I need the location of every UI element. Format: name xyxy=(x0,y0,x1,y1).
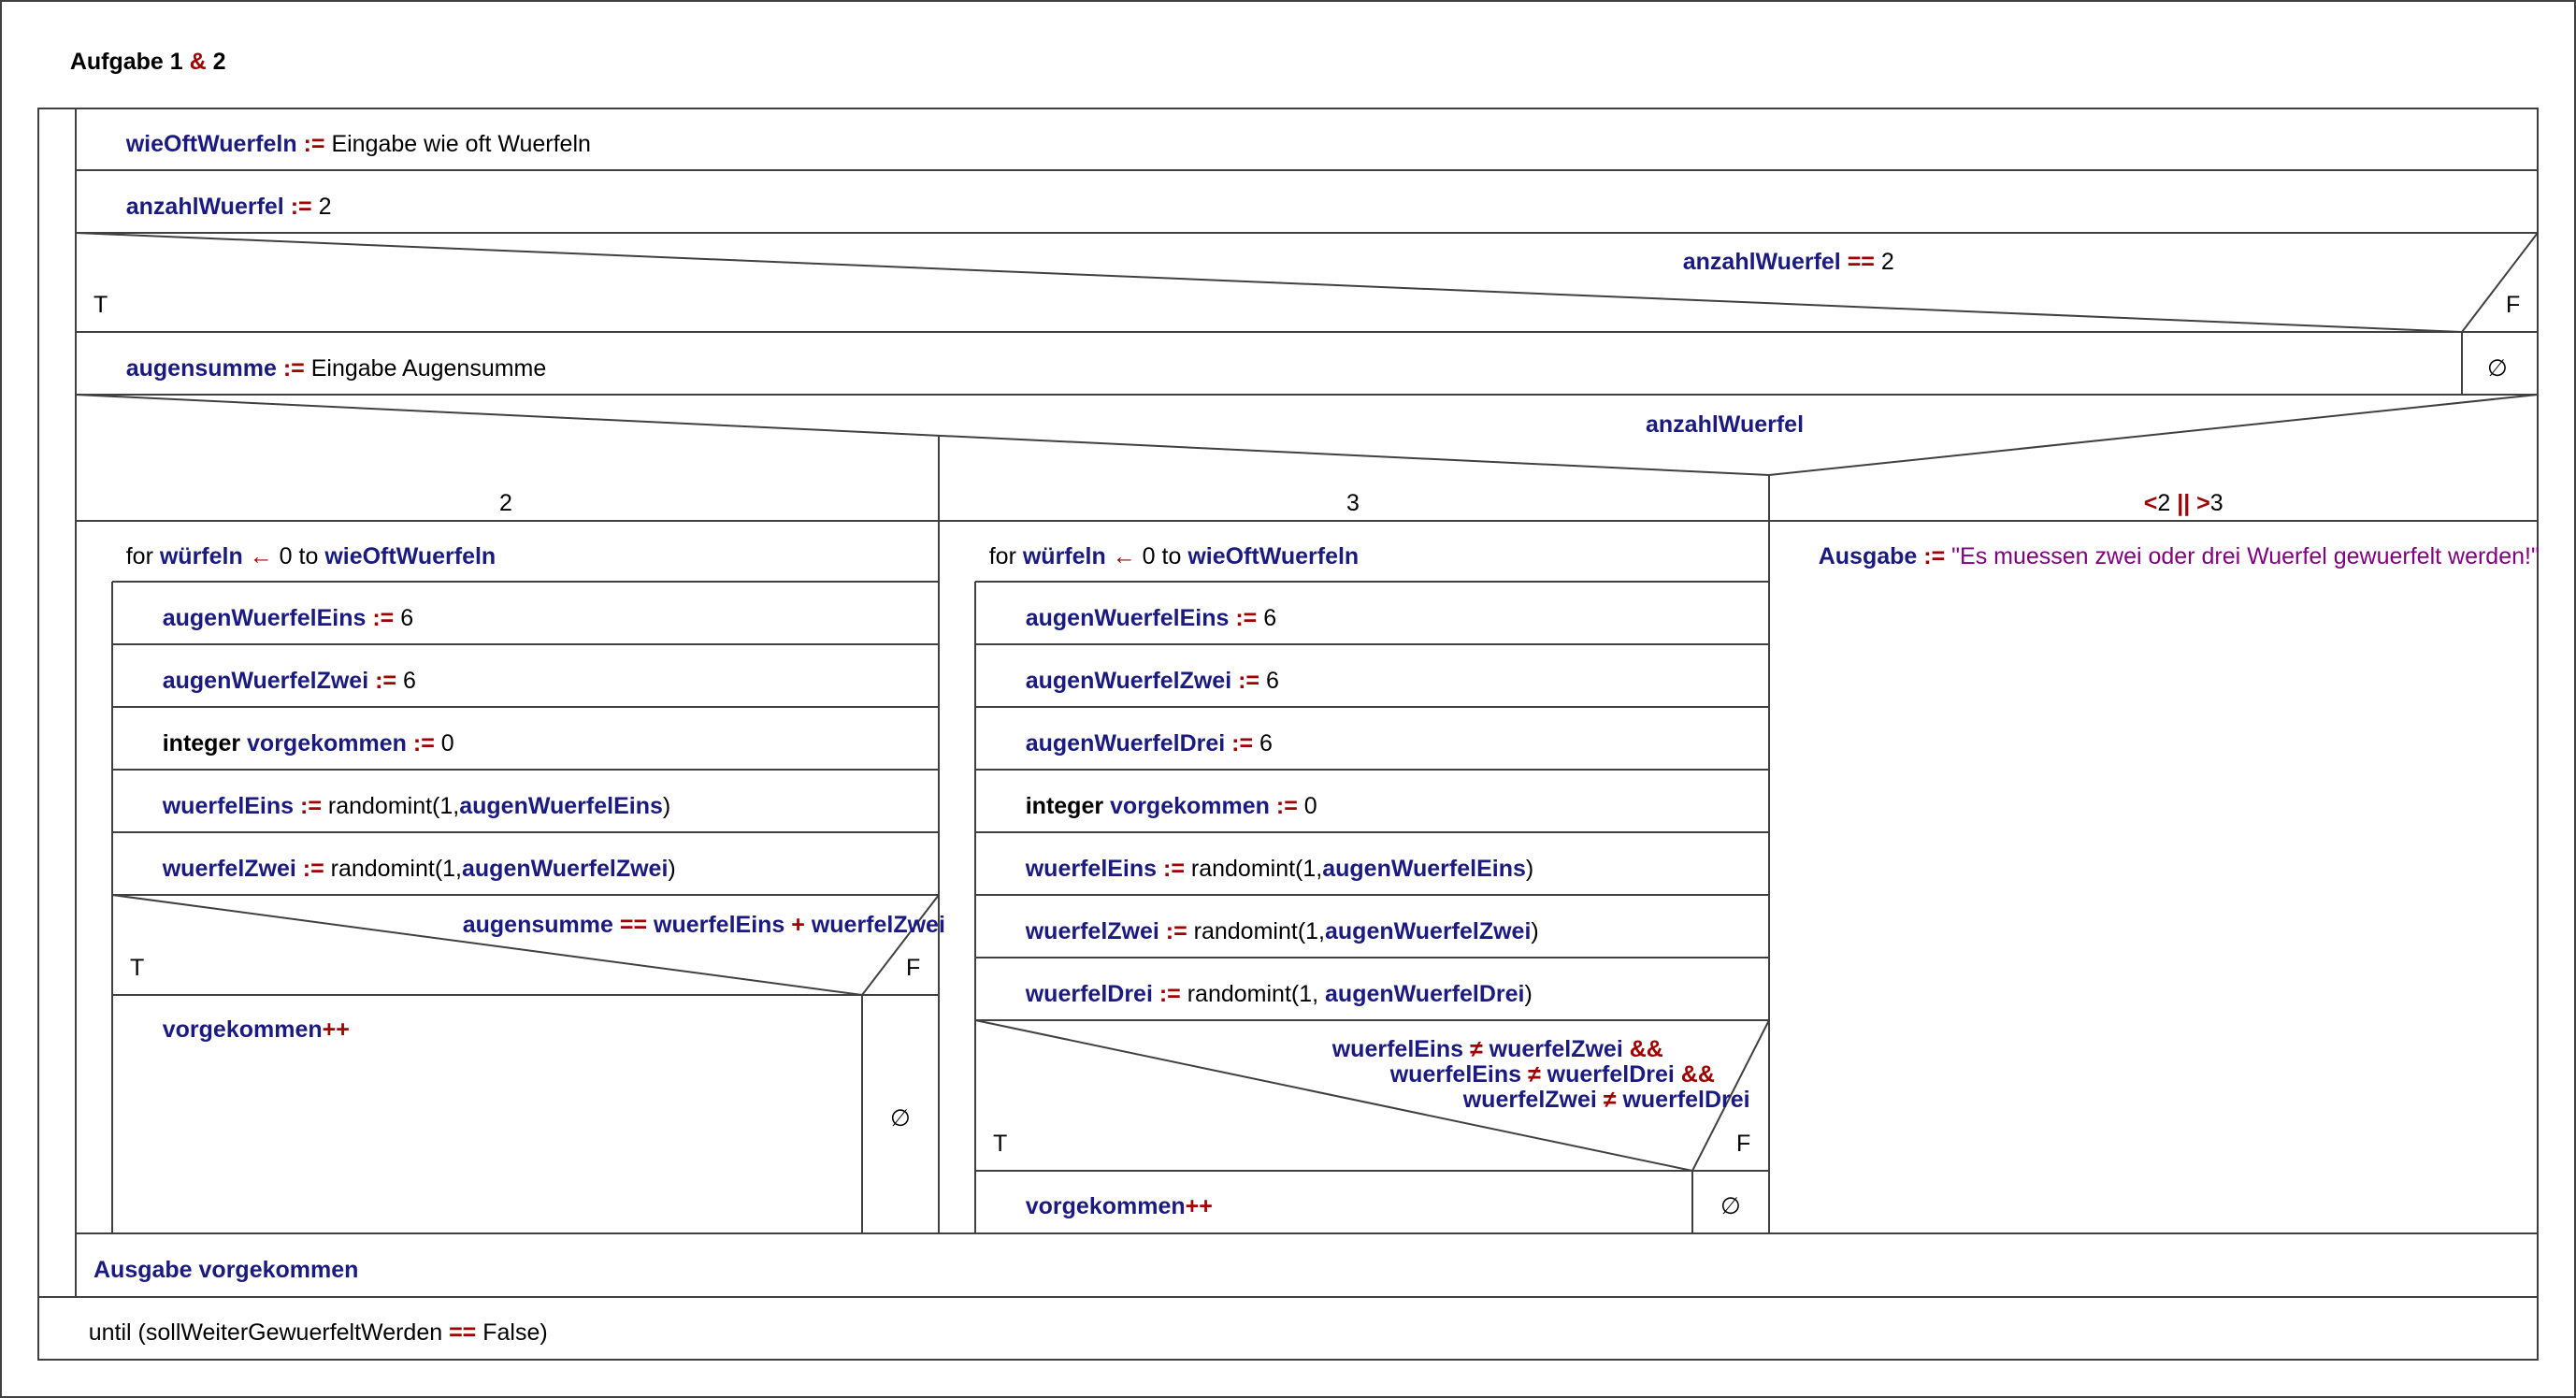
loop2-header: for würfeln ← 0 to wieOftWuerfeln xyxy=(94,543,515,569)
if3-diagonal-right xyxy=(1691,1019,1770,1172)
if1-true-label: T xyxy=(94,292,108,318)
repeat-until-block xyxy=(37,108,2539,1361)
if2-false-label: F xyxy=(906,955,920,981)
if3-false-label: F xyxy=(1736,1131,1750,1157)
if2-condition: augensumme == wuerfelEins + wuerfelZwei xyxy=(430,912,965,938)
statement-augensumme: augensumme := Eingabe Augensumme xyxy=(94,355,566,382)
c3-vorgekommen-increment: vorgekommen++ xyxy=(993,1193,1232,1219)
if1-diagonal-left xyxy=(75,232,2463,333)
if1-diagonal-right xyxy=(2461,232,2539,333)
case-condition: anzahlWuerfel xyxy=(1646,411,1804,438)
if3-diagonal-left xyxy=(974,1019,1693,1172)
c2-vorgekommen-increment: vorgekommen++ xyxy=(130,1016,369,1043)
c3-integer-vorgekommen: integer vorgekommen := 0 xyxy=(993,793,1337,819)
c2-wuerfel-eins: wuerfelEins := randomint(1,augenWuerfelE… xyxy=(130,793,690,819)
case-diagonal-left xyxy=(75,394,1770,476)
if1-else-empty: ∅ xyxy=(2487,355,2508,382)
case-label-other: <2 || >3 xyxy=(2111,490,2243,516)
if3-true-label: T xyxy=(993,1131,1007,1157)
c2-wuerfel-zwei: wuerfelZwei := randomint(1,augenWuerfelZ… xyxy=(130,856,696,882)
if1-false-label: F xyxy=(2506,292,2520,318)
c2-integer-vorgekommen: integer vorgekommen := 0 xyxy=(130,730,474,757)
page-title: Aufgabe 1 & 2 xyxy=(38,49,245,75)
c3-augen-wuerfel-drei: augenWuerfelDrei := 6 xyxy=(993,730,1292,757)
if2-diagonal-left xyxy=(111,894,863,996)
if3-condition-line-2: wuerfelEins ≠ wuerfelDrei && xyxy=(1358,1061,1734,1088)
statement-wie-oft-wuerfeln: wieOftWuerfeln := Eingabe wie oft Wuerfe… xyxy=(94,131,611,157)
c3-wuerfel-zwei: wuerfelZwei := randomint(1,augenWuerfelZ… xyxy=(993,918,1559,944)
loop3-header: for würfeln ← 0 to wieOftWuerfeln xyxy=(957,543,1378,569)
statement-ausgabe-vorgekommen: Ausgabe vorgekommen xyxy=(94,1257,358,1283)
if1-condition: anzahlWuerfel == 2 xyxy=(1650,249,1914,275)
other-case-output: Ausgabe := "Es muessen zwei oder drei Wu… xyxy=(1786,543,2559,569)
if3-condition-line-3: wuerfelZwei ≠ wuerfelDrei xyxy=(1431,1087,1769,1113)
c3-augen-wuerfel-eins: augenWuerfelEins := 6 xyxy=(993,605,1296,631)
if2-else-empty: ∅ xyxy=(890,1105,911,1131)
c3-wuerfel-eins: wuerfelEins := randomint(1,augenWuerfelE… xyxy=(993,856,1553,882)
case-diagonal-right xyxy=(1768,394,2539,476)
case-label-3: 3 xyxy=(1346,490,1360,516)
c3-wuerfel-drei: wuerfelDrei := randomint(1, augenWuerfel… xyxy=(993,981,1552,1007)
c2-augen-wuerfel-zwei: augenWuerfelZwei := 6 xyxy=(130,668,436,694)
c2-augen-wuerfel-eins: augenWuerfelEins := 6 xyxy=(130,605,433,631)
if3-else-empty: ∅ xyxy=(1720,1193,1741,1219)
if2-true-label: T xyxy=(130,955,144,981)
if3-condition-line-1: wuerfelEins ≠ wuerfelZwei && xyxy=(1300,1036,1683,1062)
statement-anzahl-wuerfel: anzahlWuerfel := 2 xyxy=(94,194,351,220)
case-label-2: 2 xyxy=(499,490,512,516)
c3-augen-wuerfel-zwei: augenWuerfelZwei := 6 xyxy=(993,668,1299,694)
if2-diagonal-right xyxy=(861,894,940,996)
until-condition: until (sollWeiterGewuerfeltWerden == Fal… xyxy=(56,1319,568,1346)
